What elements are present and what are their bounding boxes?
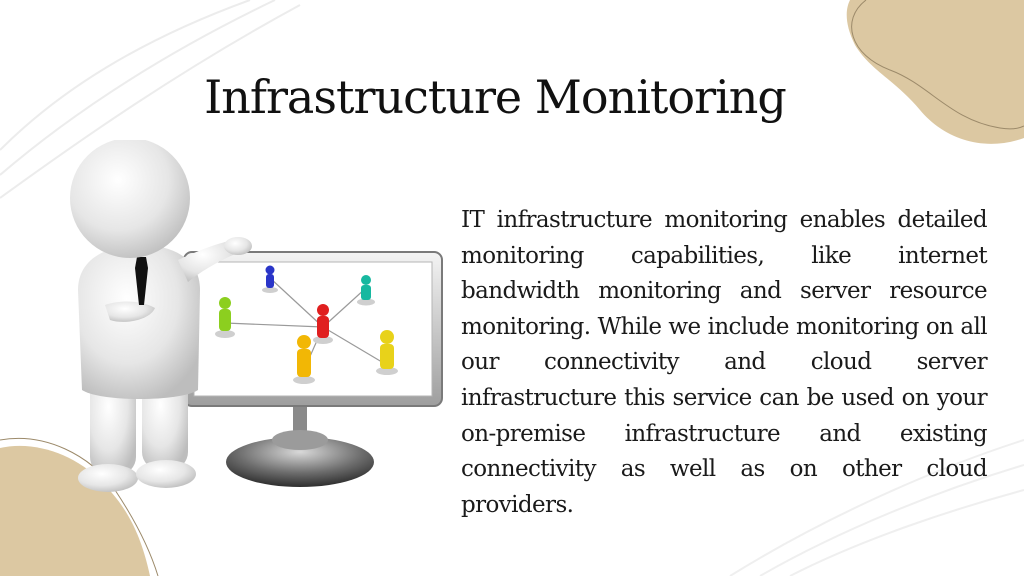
monitor xyxy=(183,251,443,407)
head xyxy=(70,140,190,258)
presenter-figure xyxy=(70,140,252,492)
presenter-with-network-screen-icon xyxy=(70,140,443,492)
network-node-blue xyxy=(262,265,278,293)
blob-top-right xyxy=(846,0,1024,144)
swirl-lines-bottom-right xyxy=(729,439,1024,576)
slide-title: Infrastructure Monitoring xyxy=(204,70,787,124)
swirl-lines-top-left xyxy=(0,0,301,199)
blob-top-right-outline xyxy=(851,0,1024,130)
network-node-green xyxy=(215,297,235,338)
network-node-red xyxy=(313,304,333,344)
slide-body-text: IT infrastructure monitoring enables det… xyxy=(461,207,988,518)
network-node-orange xyxy=(293,335,315,384)
tie xyxy=(135,257,148,305)
network-node-teal xyxy=(357,275,375,306)
blob-bottom-left xyxy=(0,445,150,576)
network-node-yellow xyxy=(376,330,398,375)
monitor-stand xyxy=(226,405,374,487)
